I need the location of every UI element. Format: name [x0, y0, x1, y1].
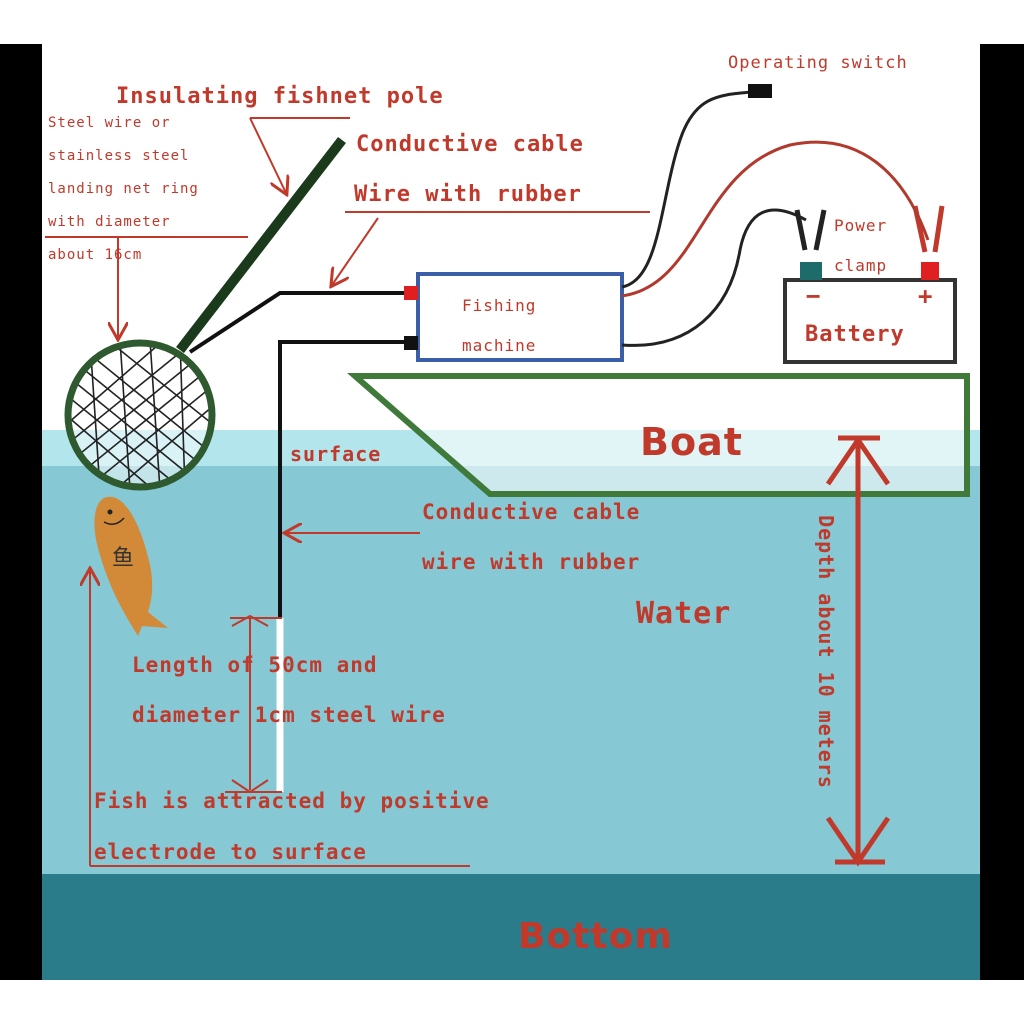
water-label: Water	[636, 596, 732, 631]
net-wire	[188, 291, 404, 354]
negative-power-wire	[621, 208, 807, 347]
operating-switch-label: Operating switch	[728, 53, 908, 73]
landing-net	[64, 339, 216, 491]
insulating-pole	[176, 136, 346, 354]
right-border	[980, 44, 1024, 980]
fish-label-line1: Fish is attracted by positive	[94, 789, 490, 813]
battery-box	[783, 278, 957, 364]
annotation-lines	[45, 117, 650, 867]
fish-character: 鱼	[112, 546, 136, 571]
surface-label: surface	[290, 442, 382, 466]
fishing-machine-box	[416, 272, 624, 362]
conductive-cable-top-label: Conductive cable	[356, 132, 584, 157]
electrode-cable	[278, 340, 404, 618]
ring-label-line5: about 16cm	[48, 247, 143, 263]
ring-label-line3: landing net ring	[48, 181, 199, 197]
switch-wire	[621, 90, 753, 289]
boat-label: Boat	[640, 420, 743, 464]
ring-label-line2: stainless steel	[48, 148, 190, 164]
operating-switch-icon	[748, 84, 772, 98]
length-label-line2: diameter 1cm steel wire	[132, 703, 446, 727]
ring-label-line1: Steel wire or	[48, 115, 171, 131]
positive-power-wire	[621, 140, 930, 298]
machine-negative-terminal	[404, 336, 418, 350]
insulating-pole-label: Insulating fishnet pole	[116, 84, 444, 109]
fishing-machine-label-line1: Fishing	[462, 296, 537, 315]
battery-positive-post	[921, 262, 939, 280]
battery-plus-sign: +	[918, 282, 934, 310]
wire-rubber-top-label: Wire with rubber	[354, 182, 582, 207]
machine-positive-terminal	[404, 286, 418, 300]
depth-label: Depth about 10 meters	[814, 515, 838, 789]
fish-icon	[94, 496, 168, 636]
left-border	[0, 44, 42, 980]
bottom-label: Bottom	[518, 916, 673, 957]
boat-hull	[347, 373, 970, 497]
battery-negative-post	[800, 262, 822, 280]
power-clamp-label-line1: Power	[834, 216, 888, 235]
length-label-line1: Length of 50cm and	[132, 653, 378, 677]
fish-label-line2: electrode to surface	[94, 840, 367, 864]
bottom-area	[42, 874, 980, 980]
fishing-machine-label-line2: machine	[462, 336, 537, 355]
water-area	[42, 466, 980, 876]
battery-label: Battery	[805, 322, 905, 347]
wire-rubber-water-label: wire with rubber	[422, 550, 641, 574]
power-clamp-label-line2: clamp	[834, 256, 888, 275]
depth-arrow	[825, 435, 891, 867]
conductive-cable-water-label: Conductive cable	[422, 500, 641, 524]
ring-label-line4: with diameter	[48, 214, 171, 230]
battery-minus-sign: −	[806, 282, 822, 310]
